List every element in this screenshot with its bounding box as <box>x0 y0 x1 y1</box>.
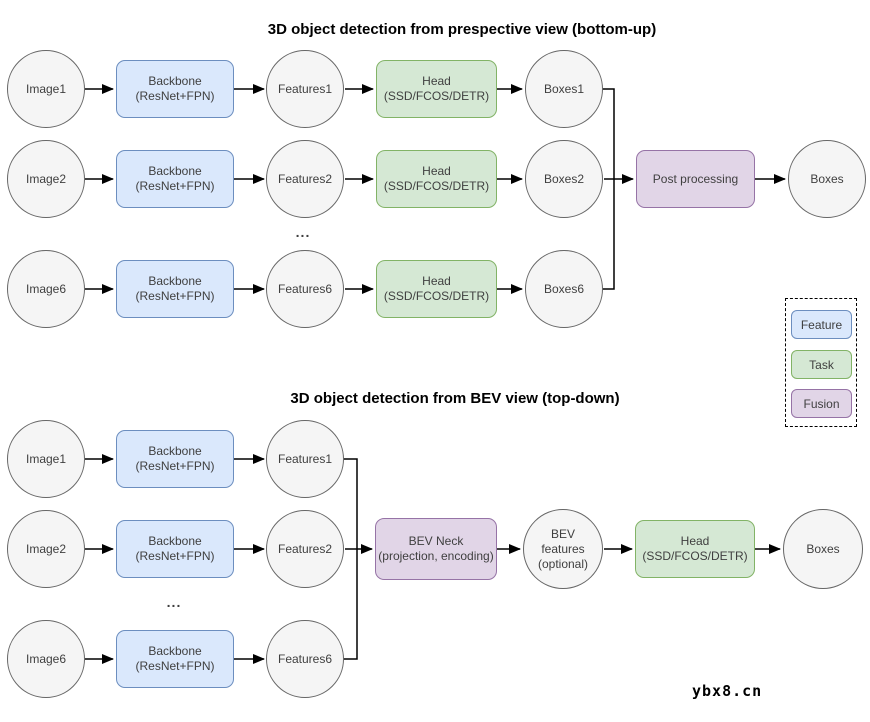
watermark-text: ybx8.cn <box>692 682 763 700</box>
node-label-line1: Backbone <box>148 274 202 288</box>
node-label-line1: Backbone <box>148 644 202 658</box>
bev-title: 3D object detection from BEV view (top-d… <box>290 390 620 407</box>
node-label: Boxes2 <box>543 171 585 186</box>
node-label-line2: (ResNet+FPN) <box>135 89 215 103</box>
bev-row1-backbone-node: Backbone (ResNet+FPN) <box>116 430 234 488</box>
bev-neck-node: BEV Neck (projection, encoding) <box>375 518 497 580</box>
node-label-line2: (SSD/FCOS/DETR) <box>383 289 490 303</box>
persp-row3-features-node: Features6 <box>266 250 344 328</box>
persp-row1-boxes-node: Boxes1 <box>525 50 603 128</box>
persp-row1-image-node: Image1 <box>7 50 85 128</box>
bev-final-boxes-node: Boxes <box>783 509 863 589</box>
node-label: Image6 <box>25 651 67 666</box>
bev-row3-image-node: Image6 <box>7 620 85 698</box>
node-label-line2: (ResNet+FPN) <box>135 289 215 303</box>
node-label-line2: (SSD/FCOS/DETR) <box>383 89 490 103</box>
node-label-line1: Head <box>422 274 451 288</box>
persp-row3-boxes-node: Boxes6 <box>525 250 603 328</box>
persp-ellipsis: ... <box>295 224 311 240</box>
legend-item-fusion: Fusion <box>791 389 852 418</box>
node-label-line1: BEV <box>550 526 575 541</box>
bev-row3-backbone-node: Backbone (ResNet+FPN) <box>116 630 234 688</box>
node-label-line2: (SSD/FCOS/DETR) <box>383 179 490 193</box>
node-label: Boxes <box>810 171 844 186</box>
bev-row2-features-node: Features2 <box>266 510 344 588</box>
node-label-line2: features <box>541 541 585 556</box>
node-label-line1: Head <box>422 74 451 88</box>
node-label: Boxes6 <box>543 281 585 296</box>
node-label: Image1 <box>25 81 67 96</box>
persp-row1-backbone-node: Backbone (ResNet+FPN) <box>116 60 234 118</box>
node-label-line2: (SSD/FCOS/DETR) <box>642 549 748 563</box>
bev-connectors <box>85 454 781 664</box>
features-merge-bracket <box>343 458 358 660</box>
node-label: Image1 <box>25 451 67 466</box>
bev-row2-image-node: Image2 <box>7 510 85 588</box>
legend-item-feature: Feature <box>791 310 852 339</box>
legend-box: Feature Task Fusion <box>785 298 857 427</box>
node-label-line1: Head <box>422 164 451 178</box>
node-label: Features6 <box>277 651 333 666</box>
perspective-title: 3D object detection from prespective vie… <box>267 21 657 38</box>
node-label: Image6 <box>25 281 67 296</box>
bev-row3-features-node: Features6 <box>266 620 344 698</box>
node-label: Post processing <box>652 171 739 186</box>
boxes-merge-bracket <box>602 88 615 290</box>
legend-label: Fusion <box>803 396 840 411</box>
bev-features-node: BEV features (optional) <box>523 509 603 589</box>
persp-row2-head-node: Head (SSD/FCOS/DETR) <box>376 150 497 208</box>
persp-row1-features-node: Features1 <box>266 50 344 128</box>
node-label-line2: (ResNet+FPN) <box>135 659 215 673</box>
persp-row2-features-node: Features2 <box>266 140 344 218</box>
persp-row2-backbone-node: Backbone (ResNet+FPN) <box>116 150 234 208</box>
node-label: Image2 <box>25 541 67 556</box>
node-label: Features2 <box>277 541 333 556</box>
node-label-line2: (ResNet+FPN) <box>135 459 215 473</box>
bev-row1-features-node: Features1 <box>266 420 344 498</box>
legend-item-task: Task <box>791 350 852 379</box>
node-label-line1: Head <box>680 534 710 548</box>
legend-label: Feature <box>800 317 843 332</box>
bev-head-node: Head (SSD/FCOS/DETR) <box>635 520 755 578</box>
node-label-line1: BEV Neck <box>408 534 464 548</box>
node-label-line1: Backbone <box>148 164 202 178</box>
node-label: Image2 <box>25 171 67 186</box>
persp-row3-backbone-node: Backbone (ResNet+FPN) <box>116 260 234 318</box>
node-label: Boxes <box>806 541 840 556</box>
node-label-line1: Backbone <box>148 444 202 458</box>
bev-row2-backbone-node: Backbone (ResNet+FPN) <box>116 520 234 578</box>
node-label-line2: (ResNet+FPN) <box>135 549 215 563</box>
persp-row2-image-node: Image2 <box>7 140 85 218</box>
persp-final-boxes-node: Boxes <box>788 140 866 218</box>
persp-row3-image-node: Image6 <box>7 250 85 328</box>
node-label-line3: (optional) <box>537 556 589 571</box>
node-label-line1: Backbone <box>148 534 202 548</box>
persp-postprocessing-node: Post processing <box>636 150 755 208</box>
persp-row2-boxes-node: Boxes2 <box>525 140 603 218</box>
node-label-line2: (projection, encoding) <box>378 549 494 563</box>
legend-label: Task <box>809 357 834 372</box>
node-label: Features1 <box>277 451 333 466</box>
node-label: Features2 <box>277 171 333 186</box>
node-label: Features1 <box>277 81 333 96</box>
bev-row1-image-node: Image1 <box>7 420 85 498</box>
bev-ellipsis: ... <box>166 594 182 610</box>
persp-row1-head-node: Head (SSD/FCOS/DETR) <box>376 60 497 118</box>
node-label: Features6 <box>277 281 333 296</box>
node-label-line1: Backbone <box>148 74 202 88</box>
perspective-connectors <box>85 84 786 294</box>
node-label-line2: (ResNet+FPN) <box>135 179 215 193</box>
persp-row3-head-node: Head (SSD/FCOS/DETR) <box>376 260 497 318</box>
node-label: Boxes1 <box>543 81 585 96</box>
